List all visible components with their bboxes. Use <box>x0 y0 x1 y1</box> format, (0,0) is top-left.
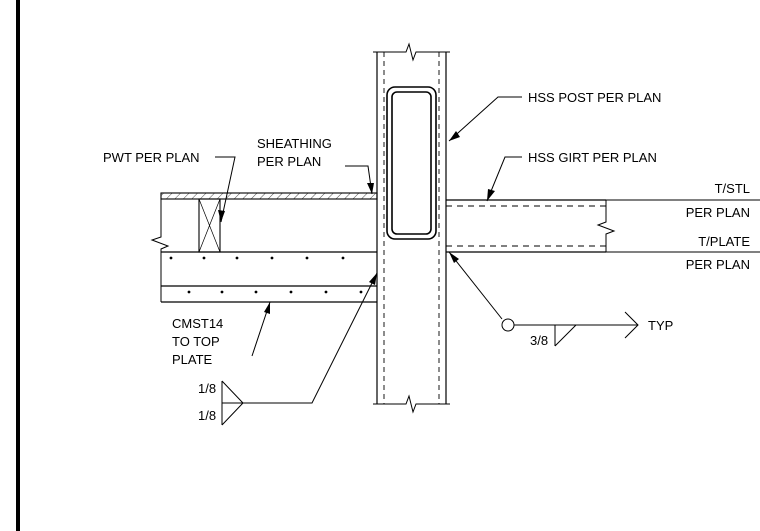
weld-size-top: 1/8 <box>198 381 216 396</box>
top-plate <box>161 251 377 303</box>
hss-post <box>373 42 450 414</box>
wall-left-break-line <box>150 193 170 302</box>
weld-size-bottom: 1/8 <box>198 408 216 423</box>
hss-girt <box>446 199 616 253</box>
hss-post-section <box>386 86 437 240</box>
girt-break-line <box>596 200 616 252</box>
hss-post-label: HSS POST PER PLAN <box>528 90 661 105</box>
weld-symbol-girt <box>501 311 639 347</box>
girt-weld-size: 3/8 <box>530 333 548 348</box>
all-around-circle <box>501 318 515 332</box>
tplate-sub-label: PER PLAN <box>686 257 750 272</box>
cmst-label-line2: TO TOP <box>172 334 220 349</box>
sheathing-label-line2: PER PLAN <box>257 154 321 169</box>
pwt-member <box>198 198 221 253</box>
sheathing <box>160 192 378 200</box>
tplate-label: T/PLATE <box>698 234 750 249</box>
girt-weld-tail-text: TYP <box>648 318 673 333</box>
sheathing-label-line1: SHEATHING <box>257 136 332 151</box>
leader-lines <box>215 96 522 404</box>
tstl-sub-label: PER PLAN <box>686 205 750 220</box>
weld-symbol-post-plate <box>221 380 244 426</box>
hss-girt-label: HSS GIRT PER PLAN <box>528 150 657 165</box>
post-bottom-break-line <box>373 394 450 414</box>
cmst-label-line1: CMST14 <box>172 316 223 331</box>
pwt-label: PWT PER PLAN <box>103 150 200 165</box>
cmst-label-line3: PLATE <box>172 352 213 367</box>
post-top-break-line <box>373 42 450 62</box>
tstl-label: T/STL <box>715 181 750 196</box>
weld-tail <box>624 311 639 339</box>
top-plate-nails <box>169 256 363 294</box>
